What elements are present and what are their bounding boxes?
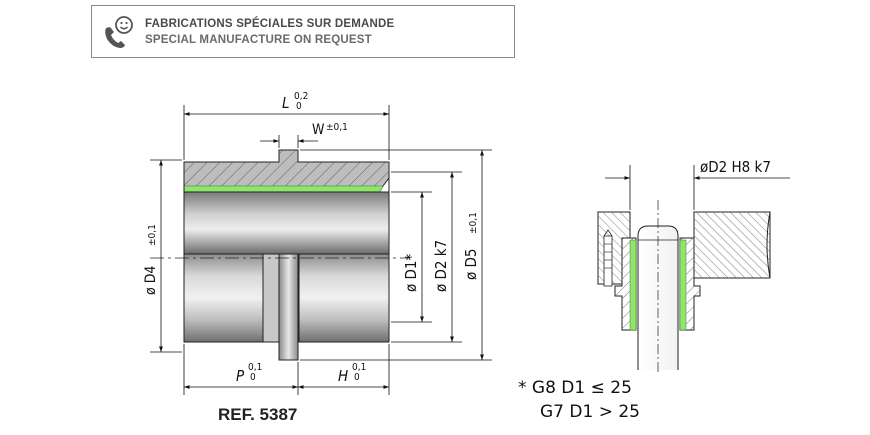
installation-view: øD2 H8 k7 xyxy=(597,158,790,375)
tolerance-note-2: G7 D1 > 25 xyxy=(540,402,640,422)
reference-number: REF. 5387 xyxy=(218,405,298,424)
label-L: L xyxy=(282,94,290,112)
label-D5: ø D5 xyxy=(462,248,480,280)
dimension-labels: L 0,2 0 W ±0,1 P 0,1 0 H 0,1 0 ø D4 ±0,1… xyxy=(143,91,480,385)
label-P-tol-low: 0 xyxy=(250,372,256,383)
label-P: P xyxy=(236,367,245,385)
label-H-tol-up: 0,1 xyxy=(352,362,366,373)
banner-title-en: SPECIAL MANUFACTURE ON REQUEST xyxy=(145,34,372,46)
info-banner: FABRICATIONS SPÉCIALES SUR DEMANDE SPECI… xyxy=(91,5,515,58)
label-D1: ø D1* xyxy=(402,253,420,292)
label-H: H xyxy=(338,367,348,385)
label-install-D2: øD2 H8 k7 xyxy=(700,158,771,176)
label-P-tol-up: 0,1 xyxy=(248,362,262,373)
phone-smiley-icon xyxy=(105,16,133,48)
bushing-side-view xyxy=(150,149,410,361)
label-D5-tol: ±0,1 xyxy=(468,212,479,234)
label-H-tol-low: 0 xyxy=(354,372,360,383)
label-D4: ø D4 xyxy=(143,266,159,295)
tolerance-note-1: * G8 D1 ≤ 25 xyxy=(518,378,632,398)
banner-title-fr: FABRICATIONS SPÉCIALES SUR DEMANDE xyxy=(145,18,395,30)
label-W-tol: ±0,1 xyxy=(326,122,348,133)
label-L-tol-up: 0,2 xyxy=(294,91,308,102)
dimension-lines xyxy=(150,105,492,395)
label-D2: ø D2 k7 xyxy=(432,240,450,292)
label-L-tol-low: 0 xyxy=(296,101,302,112)
label-D4-tol: ±0,1 xyxy=(147,224,158,246)
label-W: W xyxy=(312,122,325,138)
